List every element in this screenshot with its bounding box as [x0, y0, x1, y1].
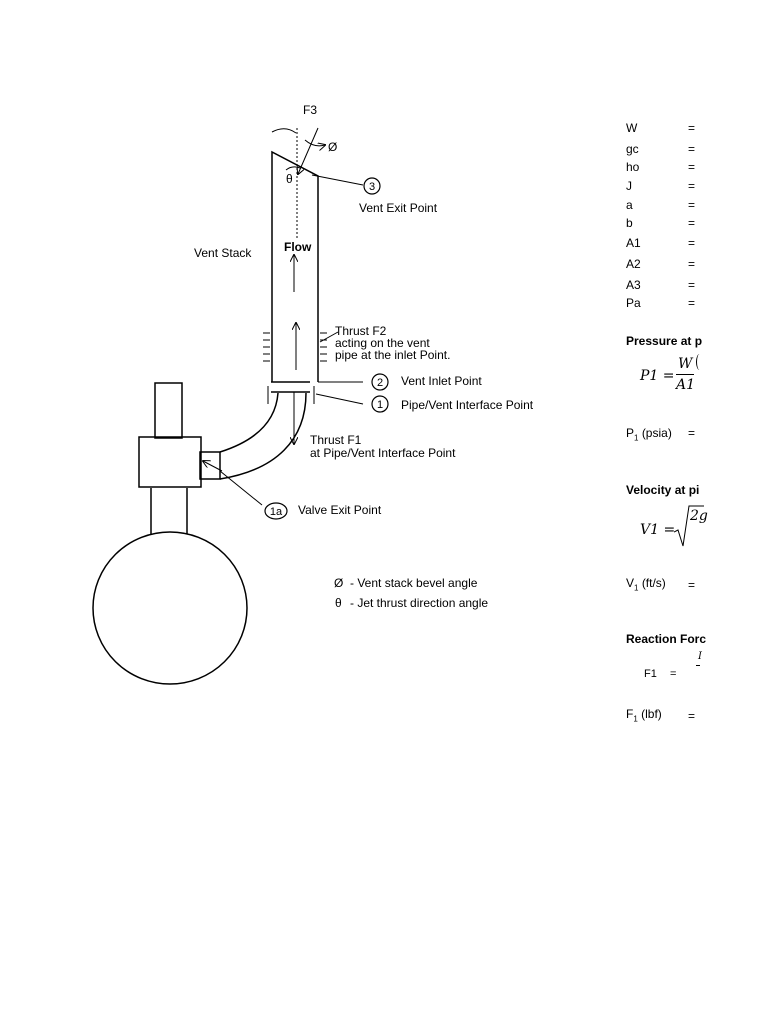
- callout-2-label: 2: [377, 377, 383, 389]
- label-thrust-f2-1: Thrust F2: [335, 324, 387, 338]
- velocity-formula-lhs: V1 =: [640, 522, 676, 538]
- variable-row: A3 =: [626, 277, 768, 293]
- velocity-heading: Velocity at pi: [626, 483, 700, 497]
- variable-equals: =: [688, 179, 696, 193]
- variable-row: A2 =: [626, 256, 768, 272]
- legend-theta-text: - Jet thrust direction angle: [350, 596, 488, 610]
- variable-equals: =: [688, 257, 696, 271]
- pressure-paren: [696, 354, 703, 370]
- variable-name: b: [626, 216, 633, 230]
- label-flow: Flow: [284, 240, 312, 254]
- valve-body: [138, 436, 202, 488]
- variable-row: gc =: [626, 141, 768, 157]
- vessel: [92, 531, 248, 685]
- variable-row: J=: [626, 178, 768, 194]
- variable-row: Pa =: [626, 295, 768, 311]
- variable-name: A2: [626, 257, 641, 271]
- label-phi-angle: Ø: [328, 140, 337, 154]
- pressure-result-equals: =: [688, 426, 696, 440]
- label-vent-stack: Vent Stack: [194, 246, 252, 260]
- callout-1a-label: 1a: [270, 506, 283, 518]
- label-pipe-vent-interface: Pipe/Vent Interface Point: [401, 398, 534, 412]
- reaction-fraction-bar: [696, 665, 700, 666]
- reaction-result-equals: =: [688, 709, 696, 723]
- variable-name: J: [626, 179, 632, 193]
- variable-name: gc: [626, 142, 639, 156]
- callout-1: [371, 395, 389, 413]
- pressure-heading: Pressure at p: [626, 334, 703, 348]
- label-thrust-f2-2: acting on the vent: [335, 336, 430, 350]
- velocity-formula-radicand: 2g: [690, 508, 708, 524]
- reaction-heading: Reaction Forc: [626, 632, 707, 646]
- variable-row: a=: [626, 197, 768, 213]
- variable-equals: =: [688, 236, 696, 250]
- reaction-formula-fragment: I: [698, 651, 702, 662]
- variable-equals: =: [688, 121, 696, 135]
- pressure-formula-numerator: W: [678, 356, 693, 372]
- variable-name: a: [626, 198, 633, 212]
- variable-name: Pa: [626, 296, 641, 310]
- pressure-formula-denominator: A1: [676, 377, 696, 393]
- variable-row: W=: [626, 120, 768, 136]
- velocity-result-equals: =: [688, 578, 696, 592]
- label-f3: F3: [303, 103, 317, 117]
- label-thrust-f2-3: pipe at the inlet Point.: [335, 348, 450, 362]
- velocity-result-label: V1 (ft/s): [626, 576, 666, 593]
- callout-1a: [264, 502, 288, 520]
- pipe-elbow: [219, 392, 279, 453]
- calculation-sheet: W= gc= ho= J= a= b= A1= A2= A3= Pa= Pres…: [626, 118, 768, 738]
- legend-phi-symbol: Ø: [334, 576, 343, 590]
- variable-equals: =: [688, 142, 696, 156]
- callout-3: [363, 177, 381, 195]
- pressure-formula-lhs: P1 =: [640, 368, 675, 384]
- variable-name: W: [626, 121, 638, 135]
- label-vent-inlet-point: Vent Inlet Point: [401, 374, 482, 388]
- variable-row: ho =: [626, 159, 768, 175]
- reaction-formula-lhs: F1: [644, 668, 657, 680]
- velocity-radical: [674, 505, 704, 547]
- legend-phi-text: - Vent stack bevel angle: [350, 576, 478, 590]
- variable-row: A1 =: [626, 235, 768, 251]
- label-thrust-f1-1: Thrust F1: [310, 433, 362, 447]
- label-theta-angle: θ: [286, 172, 293, 186]
- callout-3-label: 3: [369, 181, 375, 193]
- reaction-result-label: F1 (lbf): [626, 707, 662, 724]
- variable-name: A3: [626, 278, 641, 292]
- pressure-result-label: P1 (psia): [626, 426, 672, 443]
- variable-name: A1: [626, 236, 641, 250]
- variable-equals: =: [688, 160, 696, 174]
- label-vent-exit-point: Vent Exit Point: [359, 201, 438, 215]
- pressure-fraction-bar: [676, 374, 694, 375]
- variable-row: b=: [626, 215, 768, 231]
- callout-2: [371, 373, 389, 391]
- variable-equals: =: [688, 216, 696, 230]
- legend-theta-symbol: θ: [335, 596, 342, 610]
- variable-equals: =: [688, 278, 696, 292]
- vent-stack: [271, 150, 319, 382]
- vent-stack-diagram: 3 2 1 1a F3 Ø θ Vent Exit Point Vent Sta…: [92, 103, 534, 685]
- label-thrust-f1-2: at Pipe/Vent Interface Point: [310, 446, 456, 460]
- label-valve-exit-point: Valve Exit Point: [298, 503, 382, 517]
- reaction-formula-equals: =: [670, 668, 677, 680]
- callout-1-label: 1: [377, 399, 383, 411]
- variable-equals: =: [688, 198, 696, 212]
- variable-equals: =: [688, 296, 696, 310]
- variable-name: ho: [626, 160, 640, 174]
